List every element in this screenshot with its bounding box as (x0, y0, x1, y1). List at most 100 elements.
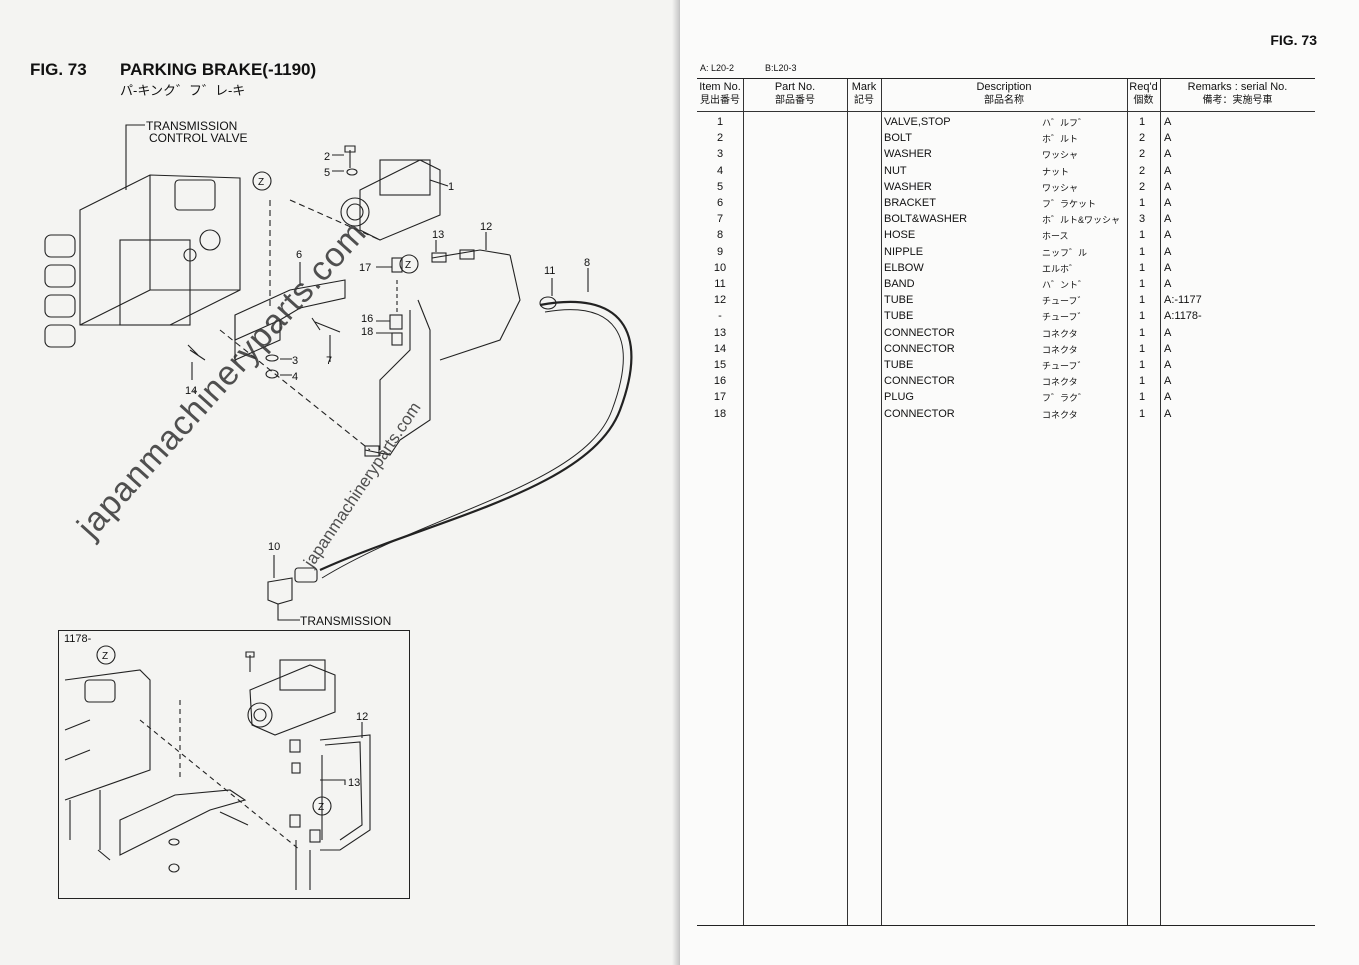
cell-reqd: 1 (1138, 197, 1146, 209)
cell-remarks: A (1164, 245, 1172, 258)
cell-remarks: A (1164, 197, 1172, 209)
callout-13: 13 (432, 229, 444, 241)
callout-12: 12 (480, 221, 492, 233)
cell-description: WASHER (884, 180, 932, 193)
col-header-item: Item No.見出番号 (699, 81, 741, 106)
callout-17: 17 (359, 262, 371, 274)
label-tcv-line1: TRANSMISSION (146, 119, 238, 133)
cell-item-no: 3 (716, 148, 724, 161)
label-tcv-line2: CONTROL VALVE (149, 131, 248, 145)
cell-description: VALVE,STOP (884, 116, 951, 128)
cell-reqd: 1 (1138, 342, 1146, 355)
cell-item-no: 6 (716, 197, 724, 209)
cell-description-jp: コネクタ (1042, 377, 1078, 388)
label-transmission: TRANSMISSION (300, 614, 392, 628)
inset-z-marker-2: Z (318, 802, 324, 813)
cell-description-jp: チューフ゛ (1042, 361, 1087, 371)
left-page-diagram: FIG. 73 PARKING BRAKE(-1190) パ-キンク゛フ゛レ-キ… (0, 0, 680, 965)
callout-10: 10 (268, 541, 280, 553)
cell-remarks: A (1164, 148, 1172, 161)
cell-description: BRACKET (884, 197, 936, 209)
cell-remarks: A (1164, 391, 1172, 404)
table-row: 16 CONNECTOR コネクタ 1 A (697, 374, 1315, 390)
col-header-part: Part No.部品番号 (774, 81, 816, 106)
cell-item-no: 16 (713, 375, 727, 388)
cell-item-no: 10 (713, 261, 727, 274)
cell-description: ELBOW (884, 261, 924, 274)
cell-reqd: 1 (1138, 229, 1146, 242)
cell-description-jp: チューフ゛ (1042, 296, 1087, 307)
cell-reqd: 1 (1138, 359, 1146, 371)
cell-description: WASHER (884, 148, 932, 161)
callout-5: 5 (324, 167, 330, 179)
cell-reqd: 1 (1138, 375, 1146, 388)
cell-description: BOLT (884, 132, 912, 145)
cell-remarks: A (1164, 375, 1172, 388)
right-page-parts-list: FIG. 73 A: L20-2 B:L20-3 Item No.見出番号 Pa… (680, 0, 1359, 965)
cell-reqd: 2 (1138, 180, 1146, 193)
cell-description: CONNECTOR (884, 326, 955, 339)
cell-remarks: A (1164, 278, 1172, 290)
inset-serial-label: 1178- (64, 633, 92, 645)
callout-8: 8 (584, 257, 590, 269)
cell-description: TUBE (884, 294, 914, 307)
inset-callout-13: 13 (348, 777, 360, 789)
cell-description: TUBE (884, 359, 914, 371)
cell-description-jp: コネクタ (1042, 344, 1078, 355)
callout-18: 18 (361, 326, 373, 338)
callout-7: 7 (326, 355, 332, 367)
callout-14: 14 (185, 385, 197, 397)
cell-item-no: 14 (713, 342, 727, 355)
cell-description-jp: コネクタ (1042, 328, 1078, 339)
z-marker-2: Z (405, 260, 411, 271)
model-a-label: A: L20-2 (700, 63, 735, 73)
cell-remarks: A (1164, 359, 1172, 371)
cell-remarks: A (1164, 164, 1172, 177)
cell-item-no: - (718, 310, 722, 323)
callout-11: 11 (544, 265, 555, 277)
callout-1: 1 (448, 181, 454, 193)
callout-3: 3 (292, 355, 298, 367)
cell-description: BAND (884, 278, 915, 290)
cell-description-jp: フ゛ラク゛ (1042, 393, 1088, 404)
fig-name: PARKING BRAKE(-1190) (120, 60, 317, 79)
cell-reqd: 1 (1138, 294, 1146, 307)
callout-16: 16 (361, 313, 373, 325)
cell-reqd: 2 (1138, 148, 1146, 161)
cell-remarks: A (1164, 180, 1172, 193)
cell-remarks: A (1164, 213, 1172, 226)
cell-item-no: 9 (716, 245, 724, 258)
cell-item-no: 13 (713, 326, 727, 339)
cell-description-jp: コネクタ (1042, 409, 1078, 420)
cell-item-no: 11 (714, 278, 726, 290)
callout-2: 2 (324, 151, 330, 163)
cell-item-no: 18 (713, 407, 727, 420)
cell-item-no: 4 (716, 164, 724, 177)
cell-description-jp: ホ゛ルト (1042, 134, 1079, 145)
cell-remarks: A:1178- (1164, 310, 1202, 323)
cell-item-no: 17 (713, 391, 727, 404)
cell-description: CONNECTOR (884, 342, 955, 355)
z-marker-1: Z (258, 177, 264, 188)
cell-reqd: 1 (1138, 261, 1146, 274)
cell-description: CONNECTOR (884, 375, 955, 388)
cell-reqd: 1 (1138, 407, 1146, 420)
cell-description-jp: ホース (1042, 231, 1069, 242)
